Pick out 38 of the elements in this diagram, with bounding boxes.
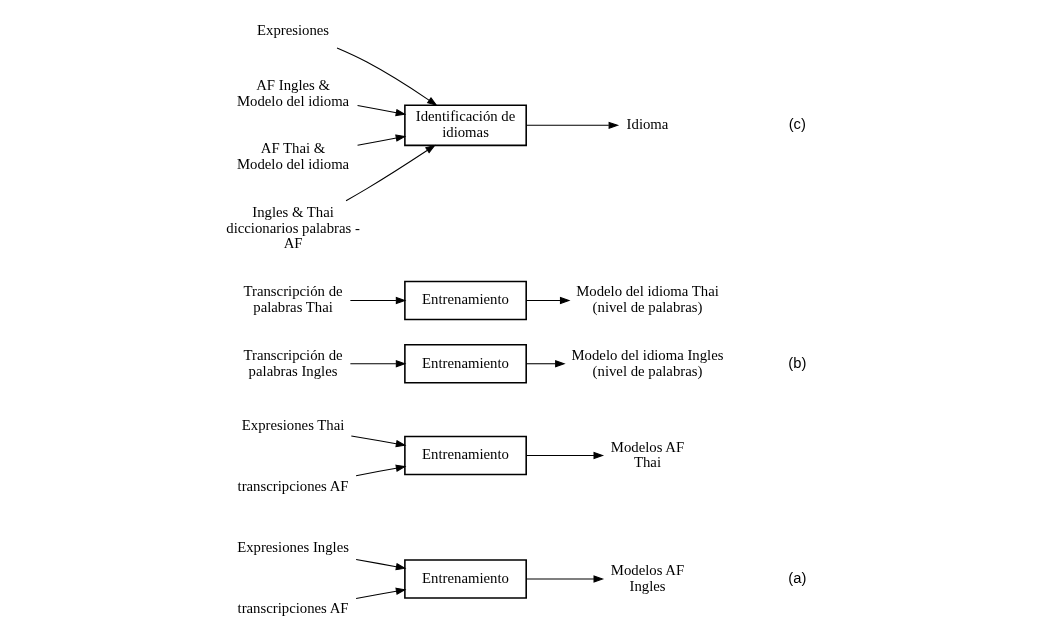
arrow: [349, 360, 406, 368]
node-box: Identificación de idiomas: [403, 104, 527, 147]
node-box: Entrenamiento: [403, 343, 527, 384]
arrow: [355, 464, 406, 477]
arrow: [349, 296, 406, 305]
node-text: transcripciones AF: [237, 600, 349, 617]
arrow: [525, 360, 566, 368]
arrow: [356, 134, 406, 146]
arrow: [525, 296, 570, 305]
node-text: Expresiones Ingles: [236, 539, 349, 556]
arrow: [355, 558, 406, 571]
arrow: [345, 144, 436, 202]
node-text: AF Thai & Modelo del idioma: [236, 139, 349, 172]
node-box: Entrenamiento: [403, 435, 527, 476]
node-text: Expresiones Thai: [241, 416, 344, 433]
node-text: Modelo del idioma Thai (nivel de palabras): [575, 283, 719, 316]
label: (a): [787, 569, 806, 586]
node-text: Transcripción de palabras Thai: [243, 283, 343, 316]
node-text: Ingles & Thai diccionarios palabras - AF: [225, 203, 360, 252]
node-text: Modelo del idioma Ingles (nivel de palabras): [571, 346, 723, 379]
node-text: Expresiones: [256, 22, 329, 39]
node-text: Modelos AF Ingles: [610, 561, 684, 594]
node-box: Entrenamiento: [403, 559, 527, 599]
arrow: [355, 587, 406, 599]
node-text: Transcripción de palabras Ingles: [243, 346, 343, 379]
arrow: [356, 104, 406, 117]
arrow: [336, 47, 438, 106]
arrow: [525, 575, 604, 583]
label: (b): [787, 354, 806, 371]
node-text: Idioma: [626, 116, 668, 133]
arrow: [350, 435, 406, 448]
node-text: transcripciones AF: [237, 478, 349, 495]
arrow: [525, 451, 604, 460]
arrow: [525, 121, 619, 130]
node-text: AF Ingles & Modelo del idioma: [236, 76, 349, 109]
node-box: Entrenamiento: [403, 280, 527, 321]
node-text: Modelos AF Thai: [610, 438, 684, 471]
label: (c): [788, 116, 806, 133]
